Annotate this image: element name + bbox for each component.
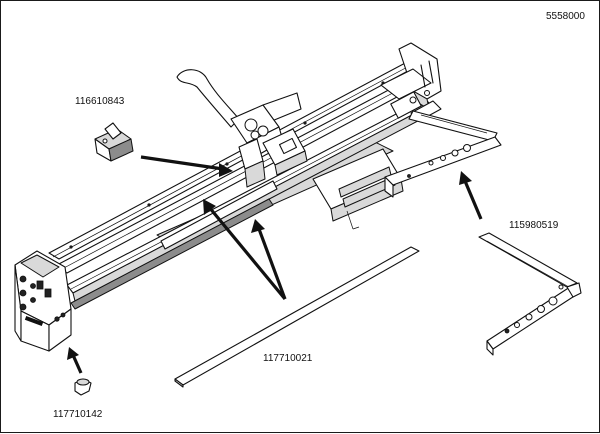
part-label-117710021: 117710021 (263, 353, 313, 364)
front-scoring-bar (70, 180, 278, 310)
part-label-115980519: 115980519 (509, 220, 559, 231)
part-label-117710142: 117710142 (53, 409, 103, 420)
cutting-strip-part (174, 246, 420, 388)
drawing-number: 5558000 (546, 11, 585, 22)
handle-stop-part (94, 122, 134, 162)
left-end-block (14, 250, 72, 352)
part-label-116610843: 116610843 (75, 96, 125, 107)
attached-extension-arm (384, 110, 502, 198)
extension-arm-part (478, 232, 582, 356)
cutting-head (176, 69, 308, 188)
right-end-block (380, 42, 442, 122)
pointer-arrows (67, 155, 483, 374)
foot-part (74, 378, 92, 396)
